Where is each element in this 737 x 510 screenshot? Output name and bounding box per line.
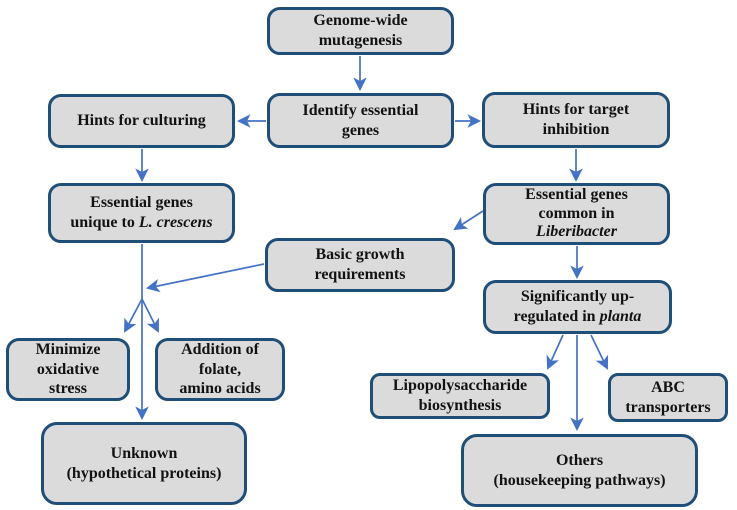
label-line: stress [49,380,87,398]
label-line: ABC [651,378,685,396]
species-name-italic: L. crescens [138,214,213,231]
arrow-upregulated-to-abc [590,334,609,370]
label-line: Addition of [181,341,259,359]
node-essential-genes-common-liberibacter: Essential genes common in Liberibacter [483,183,670,245]
node-label: Addition of folate, amino acids [179,340,260,399]
label-line: regulated in [513,308,600,325]
label-line: oxidative [36,360,100,378]
node-label: Basic growth requirements [315,245,406,284]
node-minimize-oxidative-stress: Minimize oxidative stress [6,338,130,401]
node-hints-for-culturing: Hints for culturing [48,94,235,148]
arrow-basic-to-junction [146,263,265,293]
arrow-common-to-basic [453,210,484,231]
label-line: Hints for culturing [77,112,206,130]
node-basic-growth-requirements: Basic growth requirements [265,238,455,292]
node-lipopolysaccharide-biosynthesis: Lipopolysaccharide biosynthesis [370,373,550,419]
node-significantly-upregulated-in-planta: Significantly up- regulated in planta [483,280,672,334]
label-line: Basic growth [315,246,405,264]
node-label: Hints for culturing [77,111,206,131]
node-label: Hints for target inhibition [523,100,629,139]
label-line: amino acids [179,380,261,398]
label-line: common in [538,204,615,222]
node-identify-essential-genes: Identify essential genes [267,93,454,148]
label-line: (housekeeping pathways) [493,471,666,489]
label-line: Significantly up- [520,288,635,306]
label-line: Essential genes [90,194,193,212]
node-label: Essential genes common in Liberibacter [525,186,628,242]
node-unknown-hypothetical-proteins: Unknown (hypothetical proteins) [41,422,247,505]
label-line: unique to [70,214,139,231]
node-essential-genes-unique-l-crescens: Essential genes unique to L. crescens [48,183,235,243]
label-line: Genome-wide [313,12,408,30]
node-label: Significantly up- regulated in planta [514,287,642,326]
node-label: Minimize oxidative stress [36,340,101,399]
label-line: Others [555,451,604,469]
node-label: ABC transporters [625,378,710,417]
label-line: Unknown [110,444,178,462]
label-line: (hypothetical proteins) [66,464,222,482]
node-label: Essential genes unique to L. crescens [70,193,212,232]
node-label: Others (housekeeping pathways) [493,451,665,490]
node-genome-wide-mutagenesis: Genome-wide mutagenesis [267,7,454,55]
genus-name-italic: Liberibacter [536,223,617,241]
label-line: inhibition [542,121,610,138]
node-hints-for-target-inhibition: Hints for target inhibition [482,92,670,148]
label-line: transporters [625,398,711,416]
label-line: mutagenesis [318,32,403,49]
label-line: biosynthesis [418,397,502,414]
label-line: Essential genes [525,186,628,204]
arrow-junction-to-minimize [124,298,143,333]
node-label: Genome-wide mutagenesis [313,11,407,50]
node-others-housekeeping-pathways: Others (housekeeping pathways) [461,434,698,507]
label-line: Lipopolysaccharide [392,377,528,395]
node-label: Identify essential genes [303,101,419,140]
label-line: folate, [198,360,242,378]
node-label: Lipopolysaccharide biosynthesis [393,376,527,415]
label-line: Minimize [35,341,101,359]
node-abc-transporters: ABC transporters [608,373,728,422]
label-line: genes [341,121,380,139]
node-addition-folate-amino-acids: Addition of folate, amino acids [155,338,285,401]
node-label: Unknown (hypothetical proteins) [67,444,222,483]
label-line: Hints for target [522,101,630,119]
label-line: requirements [314,266,406,283]
label-line: Identify essential [302,101,419,119]
arrow-upregulated-to-lps [546,334,564,370]
latin-term-italic: planta [599,308,642,325]
arrow-junction-to-addition [141,298,159,333]
